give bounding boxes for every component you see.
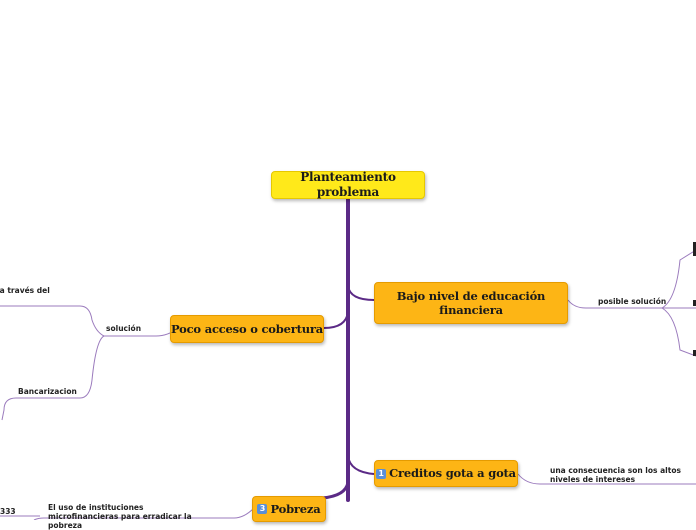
- connector-consecuencia: [517, 473, 696, 485]
- branch-pobreza[interactable]: 3 Pobreza: [252, 496, 326, 522]
- branch-creditos[interactable]: 1 Creditos gota a gota: [374, 460, 518, 487]
- connector-fork-left: [0, 305, 105, 421]
- branch-pobreza-title: Pobreza: [270, 501, 321, 516]
- label-posible-solucion: posible solución: [598, 297, 667, 306]
- label-microfinancieras: El uso de instituciones microfinancieras…: [48, 503, 192, 530]
- label-a-traves-del: a a través del: [0, 286, 50, 295]
- label-bancarizacion: Bancarizacion: [18, 387, 77, 396]
- label-consecuencia: una consecuencia son los altos niveles d…: [550, 466, 681, 484]
- right-edge-marker-bottom: [693, 350, 696, 356]
- number-1-icon: 1: [376, 468, 387, 479]
- branch-cobertura[interactable]: Poco acceso o cobertura: [170, 315, 324, 343]
- label-solucion: solución: [106, 324, 142, 333]
- number-3-icon: 3: [257, 504, 268, 514]
- branch-educacion-title: Bajo nivel de educación financiera: [396, 288, 546, 317]
- root-node[interactable]: Planteamiento problema: [271, 170, 425, 199]
- branch-cobertura-title: Poco acceso o cobertura: [171, 321, 323, 336]
- root-title: Planteamiento problema: [300, 170, 396, 199]
- connector-pobreza: [321, 481, 350, 500]
- connector-cobertura: [323, 311, 349, 329]
- branch-creditos-title: Creditos gota a gota: [389, 466, 516, 481]
- connector-educacion: [347, 285, 375, 301]
- connector-fork-right: [661, 249, 696, 357]
- connector-microfinancieras: [33, 507, 255, 520]
- right-edge-marker-mid: [693, 300, 696, 306]
- branch-educacion[interactable]: Bajo nivel de educación financiera: [374, 282, 568, 324]
- label-numero: 333: [0, 507, 16, 516]
- connector-creditos: [347, 455, 375, 475]
- connector-posible-solucion: [567, 299, 662, 309]
- right-edge-marker-top: [693, 242, 696, 256]
